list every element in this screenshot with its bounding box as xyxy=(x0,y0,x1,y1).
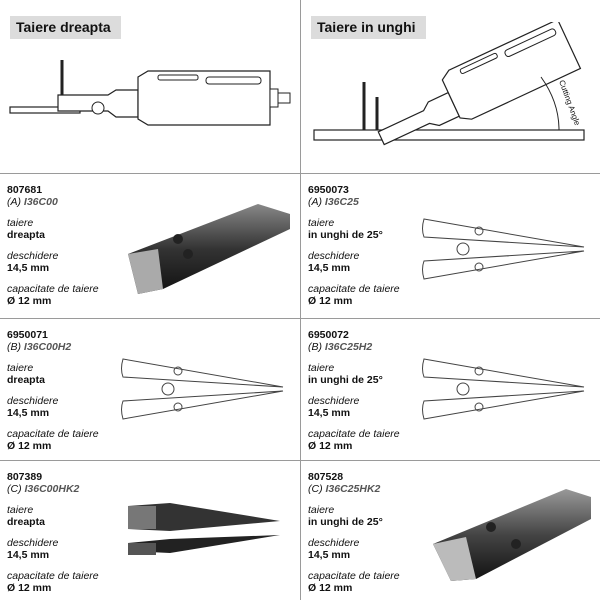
header-angle-cut: Taiere in unghi Cutting Angle xyxy=(301,0,600,173)
strip-value: 14,5 mm xyxy=(308,407,351,419)
strip-label: deschidere xyxy=(308,537,360,549)
product-code: 807528 xyxy=(308,471,344,483)
row-divider xyxy=(0,173,600,174)
blade-photo xyxy=(128,204,290,294)
header-title-angle: Taiere in unghi xyxy=(311,16,426,39)
product-code: 6950073 xyxy=(308,184,349,196)
strip-value: 14,5 mm xyxy=(7,407,50,419)
capacity-label: capacitate de taiere xyxy=(7,283,99,295)
capacity-value: Ø 12 mm xyxy=(7,582,52,594)
product-model: I36C25 xyxy=(324,196,359,208)
cut-label: taiere xyxy=(7,362,34,374)
product-code: 6950071 xyxy=(7,329,48,341)
product-group: (A) xyxy=(308,196,322,208)
product-card: 6950071 (B) I36C00H2 taiere dreapta desc… xyxy=(0,319,300,460)
row-divider xyxy=(0,460,600,461)
product-code: 6950072 xyxy=(308,329,349,341)
cut-value: dreapta xyxy=(7,229,45,241)
blade-line-drawing xyxy=(422,218,585,280)
strip-label: deschidere xyxy=(308,395,360,407)
product-model: I36C25HK2 xyxy=(325,483,381,495)
cut-value: in unghi de 25° xyxy=(308,229,383,241)
product-group: (C) xyxy=(308,483,323,495)
capacity-value: Ø 12 mm xyxy=(308,582,353,594)
cutting-angle-label: Cutting Angle xyxy=(557,79,582,127)
header-straight-cut: Taiere dreapta xyxy=(0,0,300,173)
strip-label: deschidere xyxy=(7,395,59,407)
straight-cut-tool-illustration xyxy=(9,60,291,126)
product-model: I36C00H2 xyxy=(23,341,72,353)
strip-label: deschidere xyxy=(7,250,59,262)
product-code: 807681 xyxy=(7,184,43,196)
row-divider xyxy=(0,318,600,319)
capacity-value: Ø 12 mm xyxy=(308,440,353,452)
blade-photo xyxy=(128,503,280,555)
header-title-straight: Taiere dreapta xyxy=(10,16,121,39)
cut-value: dreapta xyxy=(7,516,45,528)
capacity-value: Ø 12 mm xyxy=(7,440,52,452)
strip-value: 14,5 mm xyxy=(308,262,351,274)
cut-label: taiere xyxy=(7,504,34,516)
strip-label: deschidere xyxy=(308,250,360,262)
blade-line-drawing xyxy=(422,358,585,420)
angle-cut-tool-illustration: Cutting Angle xyxy=(313,22,585,146)
product-group: (B) xyxy=(7,341,21,353)
cut-value: in unghi de 25° xyxy=(308,374,383,386)
capacity-label: capacitate de taiere xyxy=(7,428,99,440)
column-divider xyxy=(300,0,301,600)
cut-value: in unghi de 25° xyxy=(308,516,383,528)
product-card: 807681 (A) I36C00 taiere dreapta deschid… xyxy=(0,174,300,318)
product-group: (B) xyxy=(308,341,322,353)
product-card: 807528 (C) I36C25HK2 taiere in unghi de … xyxy=(301,461,600,600)
product-model: I36C00HK2 xyxy=(24,483,80,495)
capacity-label: capacitate de taiere xyxy=(308,570,400,582)
product-group: (C) xyxy=(7,483,22,495)
product-model: I36C00 xyxy=(23,196,58,208)
cut-value: dreapta xyxy=(7,374,45,386)
product-card: 6950073 (A) I36C25 taiere in unghi de 25… xyxy=(301,174,600,318)
capacity-value: Ø 12 mm xyxy=(308,295,353,307)
strip-value: 14,5 mm xyxy=(308,549,351,561)
capacity-label: capacitate de taiere xyxy=(308,428,400,440)
capacity-label: capacitate de taiere xyxy=(308,283,400,295)
cut-label: taiere xyxy=(308,217,335,229)
product-model: I36C25H2 xyxy=(324,341,373,353)
cut-label: taiere xyxy=(7,217,34,229)
product-card: 6950072 (B) I36C25H2 taiere in unghi de … xyxy=(301,319,600,460)
product-code: 807389 xyxy=(7,471,43,483)
strip-label: deschidere xyxy=(7,537,59,549)
strip-value: 14,5 mm xyxy=(7,262,50,274)
cut-label: taiere xyxy=(308,362,335,374)
capacity-value: Ø 12 mm xyxy=(7,295,52,307)
capacity-label: capacitate de taiere xyxy=(7,570,99,582)
blade-photo xyxy=(433,489,591,581)
product-card: 807389 (C) I36C00HK2 taiere dreapta desc… xyxy=(0,461,300,600)
cut-label: taiere xyxy=(308,504,335,516)
strip-value: 14,5 mm xyxy=(7,549,50,561)
product-group: (A) xyxy=(7,196,21,208)
blade-line-drawing xyxy=(121,358,284,420)
